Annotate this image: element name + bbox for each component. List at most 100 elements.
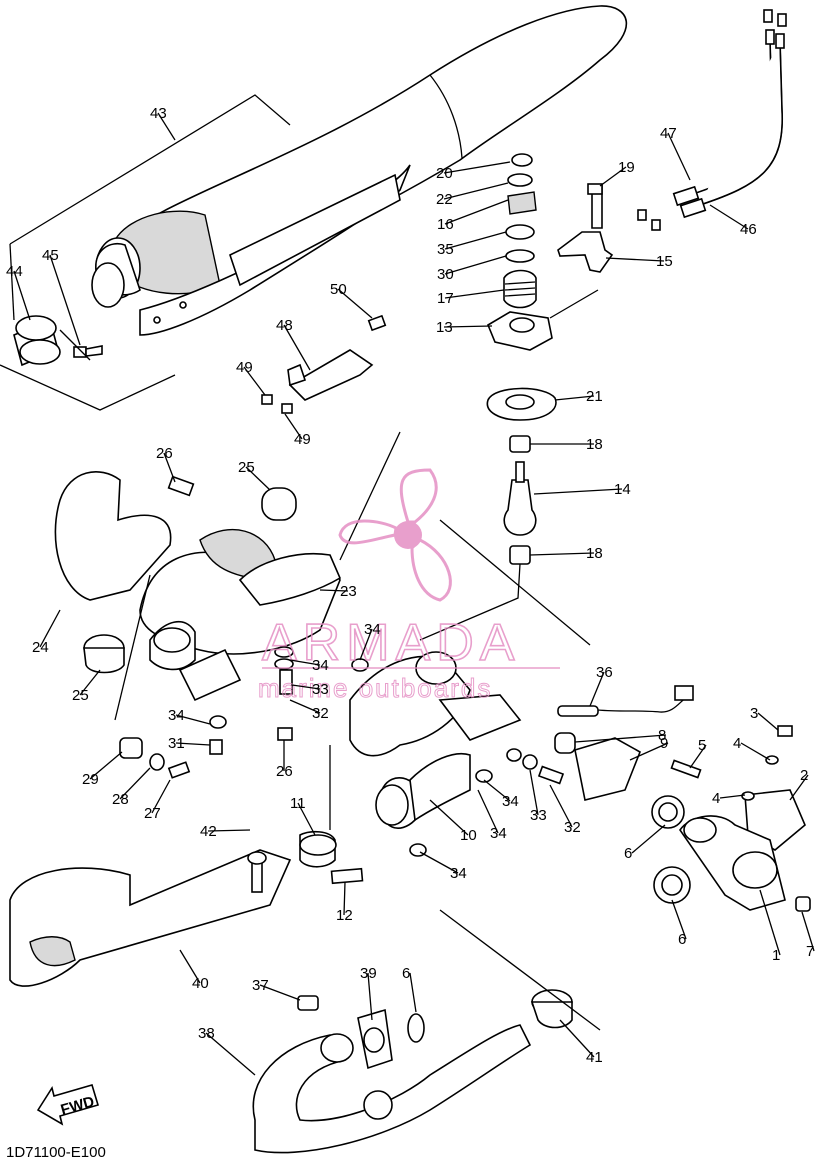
leader-line-p24 xyxy=(39,609,61,648)
part-number-label: 46 xyxy=(740,221,757,238)
part-number-label: 48 xyxy=(276,317,293,334)
part-number-label: 33 xyxy=(530,807,547,824)
muffler-assembly xyxy=(91,5,628,336)
leader-line-p26a xyxy=(163,452,176,483)
part-number-label: 18 xyxy=(586,545,603,562)
part-number-label: 34 xyxy=(490,825,507,842)
part-number-label: 36 xyxy=(596,664,613,681)
part-number-label: 33 xyxy=(312,681,329,698)
part-number-label: 34 xyxy=(312,657,329,674)
part-number-label: 17 xyxy=(437,290,454,307)
leader-line-p43 xyxy=(157,112,176,141)
watermark-brand: ARMADA xyxy=(262,614,520,672)
leader-line-p31 xyxy=(175,742,211,746)
leader-line-p4a xyxy=(740,742,771,761)
leader-line-p23 xyxy=(319,589,349,592)
leader-line-p2 xyxy=(789,774,809,801)
leader-line-p33a xyxy=(291,684,321,690)
leader-line-p36 xyxy=(589,671,605,707)
leader-line-p34d xyxy=(483,779,511,802)
leader-line-p20 xyxy=(443,161,511,174)
part-number-label: 10 xyxy=(460,827,477,844)
part-number-label: 3 xyxy=(750,705,758,722)
part-number-label: 14 xyxy=(614,481,631,498)
leader-line-p45 xyxy=(49,254,81,346)
part-number-label: 1 xyxy=(772,947,780,964)
leader-line-p19 xyxy=(599,166,627,187)
part-number-label: 47 xyxy=(660,125,677,142)
leader-line-p34a xyxy=(175,714,211,725)
part-number-label: 24 xyxy=(32,639,49,656)
thermostat-stack xyxy=(486,153,614,565)
part-number-label: 39 xyxy=(360,965,377,982)
leader-line-p49b xyxy=(284,413,303,440)
leader-line-p41 xyxy=(559,1019,595,1058)
part-number-label: 44 xyxy=(6,263,23,280)
reference-lines xyxy=(0,94,601,1031)
part-number-label: 23 xyxy=(340,583,357,600)
leader-line-p44 xyxy=(13,270,31,321)
bracket-48 xyxy=(261,314,387,414)
part-number-label: 25 xyxy=(238,459,255,476)
part-number-label: 28 xyxy=(112,791,129,808)
part-number-label: 34 xyxy=(450,865,467,882)
part-number-label: 43 xyxy=(150,105,167,122)
part-number-label: 19 xyxy=(618,159,635,176)
leader-line-p39 xyxy=(367,972,373,1021)
leader-line-p13 xyxy=(443,325,493,328)
part-number-label: 26 xyxy=(156,445,173,462)
leader-line-p10 xyxy=(429,799,469,836)
part-number-label: 16 xyxy=(437,216,454,233)
leader-line-p6b xyxy=(671,899,687,940)
part-number-label: 6 xyxy=(624,845,632,862)
part-number-label: 6 xyxy=(402,965,410,982)
bolt-part xyxy=(73,345,103,358)
brand-watermark: ARMADA marine outboards xyxy=(258,468,560,704)
leader-line-p34e xyxy=(477,789,499,834)
part-number-label: 11 xyxy=(290,795,306,812)
leader-line-p38 xyxy=(205,1032,256,1076)
leader-line-p7 xyxy=(801,911,815,952)
part-number-label: 26 xyxy=(276,763,293,780)
leader-line-p33b xyxy=(529,769,539,816)
part-number-label: 12 xyxy=(336,907,353,924)
exhaust-cover-23 xyxy=(238,552,342,606)
part-number-label: 37 xyxy=(252,977,269,994)
leader-line-p28 xyxy=(119,767,151,800)
part-number-label: 50 xyxy=(330,281,347,298)
part-number-label: 30 xyxy=(437,266,454,283)
leader-line-p9 xyxy=(629,742,669,761)
sensor-cables xyxy=(637,9,787,231)
leader-line-p37 xyxy=(259,984,301,1001)
leader-line-p30 xyxy=(444,255,507,275)
leader-line-p6c xyxy=(409,972,417,1013)
o2-sensor-36 xyxy=(557,685,694,717)
leader-line-p34f xyxy=(419,851,459,874)
part-number-label: 34 xyxy=(168,707,185,724)
leader-line-p5 xyxy=(689,744,707,769)
leader-line-p17 xyxy=(444,289,505,299)
leader-line-p11 xyxy=(297,802,316,836)
leader-line-p21 xyxy=(554,395,595,401)
part-number-label: 45 xyxy=(42,247,59,264)
leader-line-p25a xyxy=(245,466,271,491)
leader-line-p15 xyxy=(605,257,665,262)
leader-line-p27 xyxy=(151,779,171,814)
leader-line-p18b xyxy=(529,552,595,556)
exhaust-pipe-38 xyxy=(252,989,573,1154)
part-number-label: 41 xyxy=(586,1049,603,1066)
right-assembly xyxy=(554,725,811,912)
part-number-label: 15 xyxy=(656,253,673,270)
fwd-arrow: FWD xyxy=(36,1084,99,1126)
part-number-label: 4 xyxy=(733,735,741,752)
part-number-label: 25 xyxy=(72,687,89,704)
leader-line-p14 xyxy=(533,488,623,495)
part-number-label: 2 xyxy=(800,767,808,784)
part-number-label: 7 xyxy=(806,943,814,960)
part-number-label: 27 xyxy=(144,805,161,822)
watermark-tagline: marine outboards xyxy=(258,673,492,703)
hardware-cluster xyxy=(119,183,603,893)
leader-line-p1 xyxy=(759,889,781,956)
part-number-label: 6 xyxy=(678,931,686,948)
leader-line-p47 xyxy=(667,132,691,181)
